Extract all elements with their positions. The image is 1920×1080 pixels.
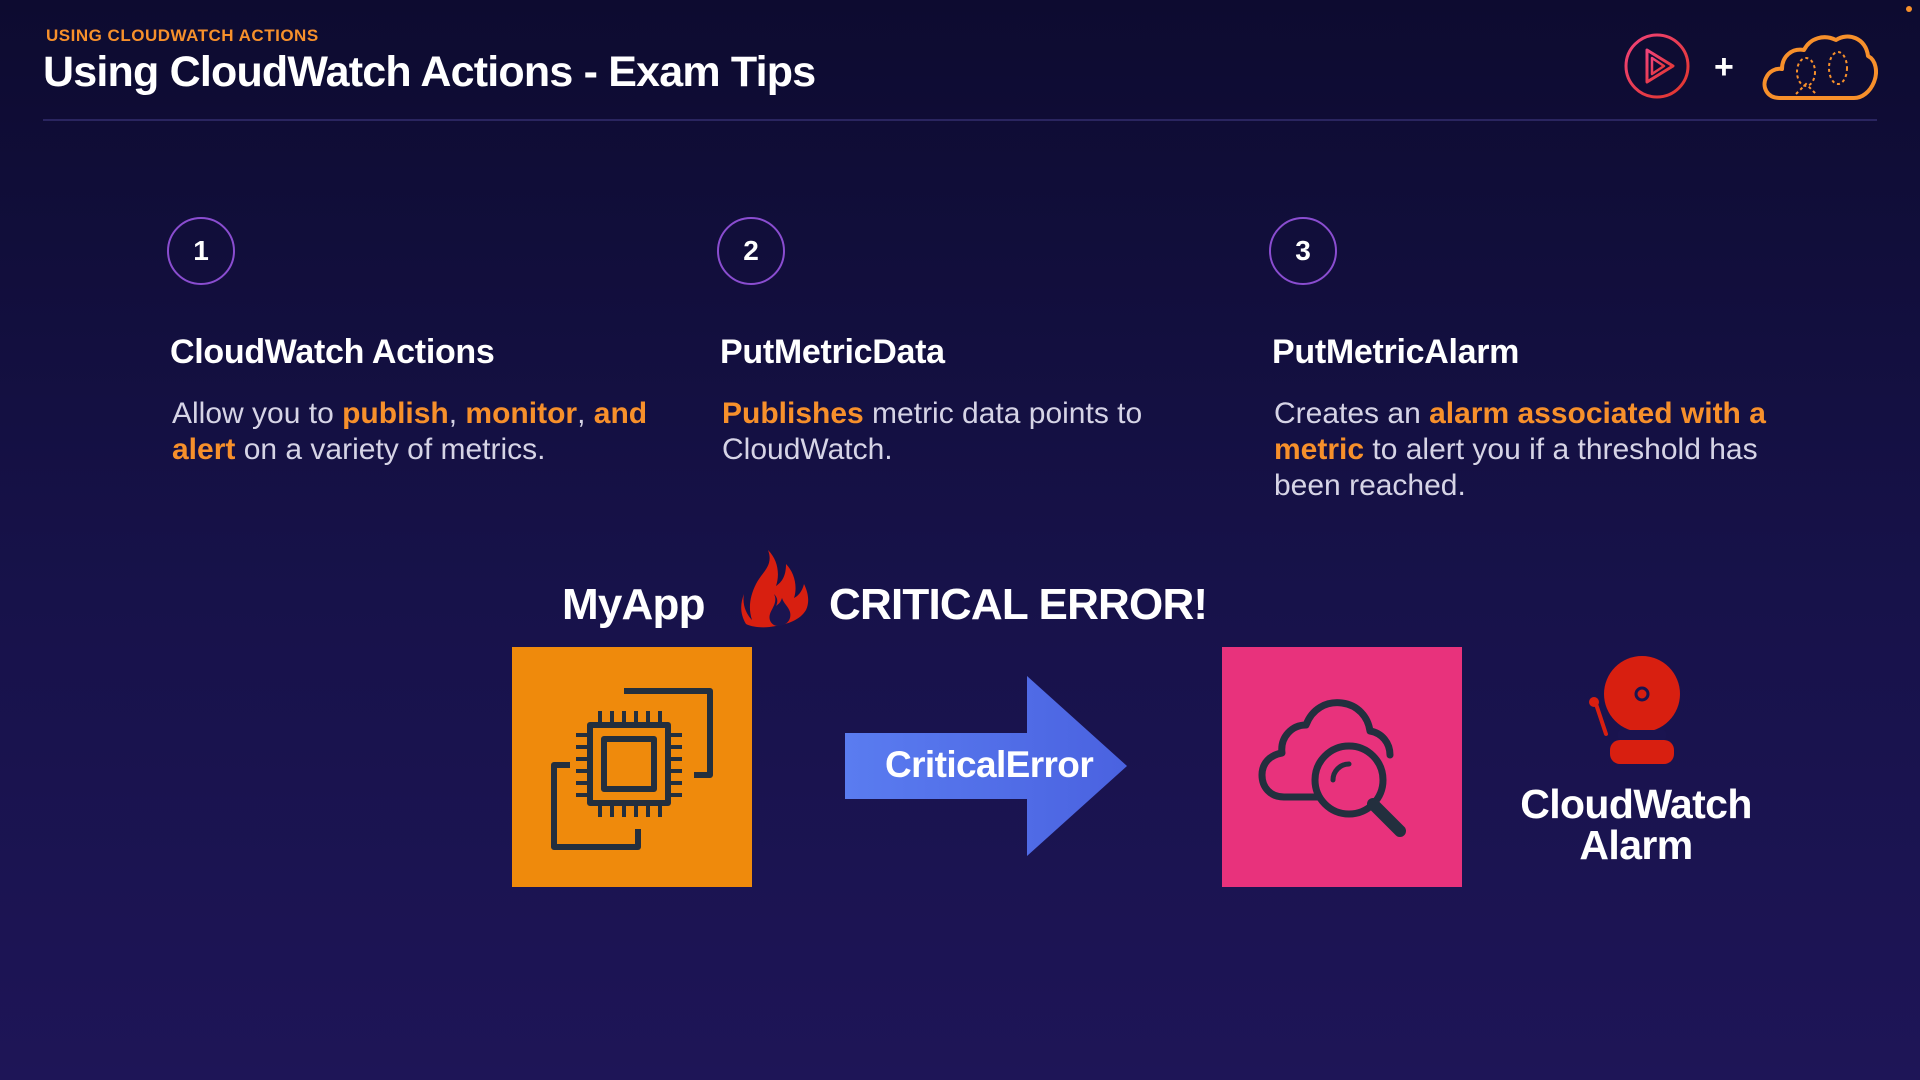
cloudwatch-alarm-label-line2: Alarm [1579,822,1693,868]
tip-title-putmetricdata: PutMetricData [720,333,945,371]
eyebrow-label: USING CLOUDWATCH ACTIONS [46,26,319,45]
tip-body-text: Allow you to [172,397,343,430]
tip-body-highlight: publish [342,397,449,430]
right-arrow-icon [845,676,1127,856]
critical-error-metric-label: CriticalError [885,744,1094,785]
pluralsight-play-icon [1624,33,1690,99]
page-title: Using CloudWatch Actions - Exam Tips [43,48,816,96]
cloudwatch-alarm-label: CloudWatch Alarm [1500,784,1772,866]
tip-body-text: metric data points to CloudWatch. [722,397,1143,466]
tip-body-highlight: alarm associated with a metric [1274,397,1766,466]
tip-body-highlight: monitor [465,397,578,430]
tip-body-1: Allow you to publish, monitor, and alert… [172,396,652,468]
ec2-instance-icon [551,688,713,850]
acloudguru-cloud-icon [1762,34,1878,100]
tip-title-putmetricalarm: PutMetricAlarm [1272,333,1520,371]
tip-body-highlight: and alert [172,397,648,466]
cloudwatch-alarm-label-line1: CloudWatch [1520,781,1752,827]
tip-body-text: , [448,397,466,430]
tip-body-highlight: Publishes [722,397,864,430]
tip-body-text: Creates an [1274,397,1430,430]
tip-number-3: 3 [1269,217,1337,285]
tip-body-text: on a variety of metrics. [235,433,546,466]
ec2-instance-tile [512,647,752,887]
myapp-label: MyApp [562,580,705,629]
tip-number-2: 2 [717,217,785,285]
fire-icon [741,550,809,628]
plus-sign: + [1714,48,1734,86]
alarm-bell-icon [1589,656,1680,764]
tip-body-3: Creates an alarm associated with a metri… [1274,396,1774,504]
tip-title-cloudwatch-actions: CloudWatch Actions [170,333,495,371]
corner-dot [1906,6,1912,12]
tip-number-1: 1 [167,217,235,285]
tip-body-2: Publishes metric data points to CloudWat… [722,396,1192,468]
cloudwatch-icon [1258,699,1406,837]
header-divider [43,119,1877,121]
tip-body-text: , [577,397,586,430]
critical-error-label: CRITICAL ERROR! [829,580,1208,629]
tip-body-text: to alert you if a threshold has been rea… [1274,433,1758,502]
cloudwatch-tile [1222,647,1462,887]
